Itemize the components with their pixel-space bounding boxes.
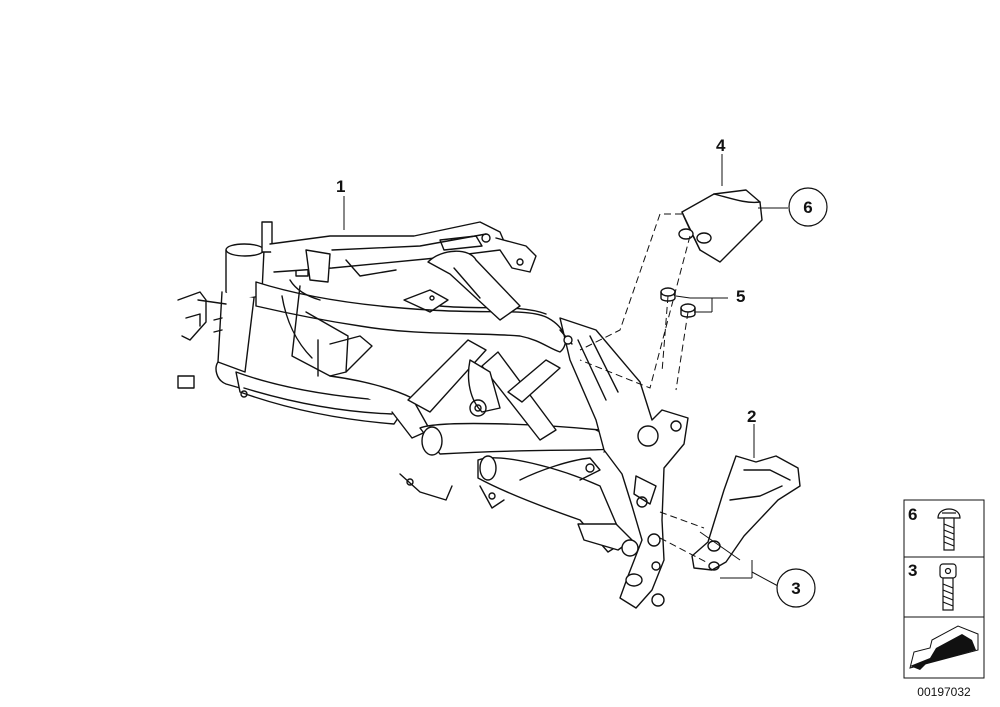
legend-label-6: 6 [908,505,917,524]
legend-label-3: 3 [908,561,917,580]
callout-6-circle: 6 [788,187,828,227]
callout-6: 6 [803,198,812,217]
callout-5: 5 [736,287,745,306]
callout-2: 2 [747,407,756,426]
leader-lines [343,154,788,587]
main-frame [177,221,689,609]
grommets [660,287,696,318]
screw-3-icon [939,563,957,611]
side-bracket [691,455,801,571]
screw-6-icon [937,508,961,551]
callout-4: 4 [716,136,726,155]
assembly-guide-lines [579,213,707,563]
legend-box: 6 3 [903,499,985,679]
callout-3-circle: 3 [776,568,816,608]
callout-1: 1 [336,177,345,196]
diagram-id: 00197032 [917,685,971,699]
callout-3: 3 [791,579,800,598]
cover-part [678,189,763,263]
direction-arrow-icon [909,625,979,670]
